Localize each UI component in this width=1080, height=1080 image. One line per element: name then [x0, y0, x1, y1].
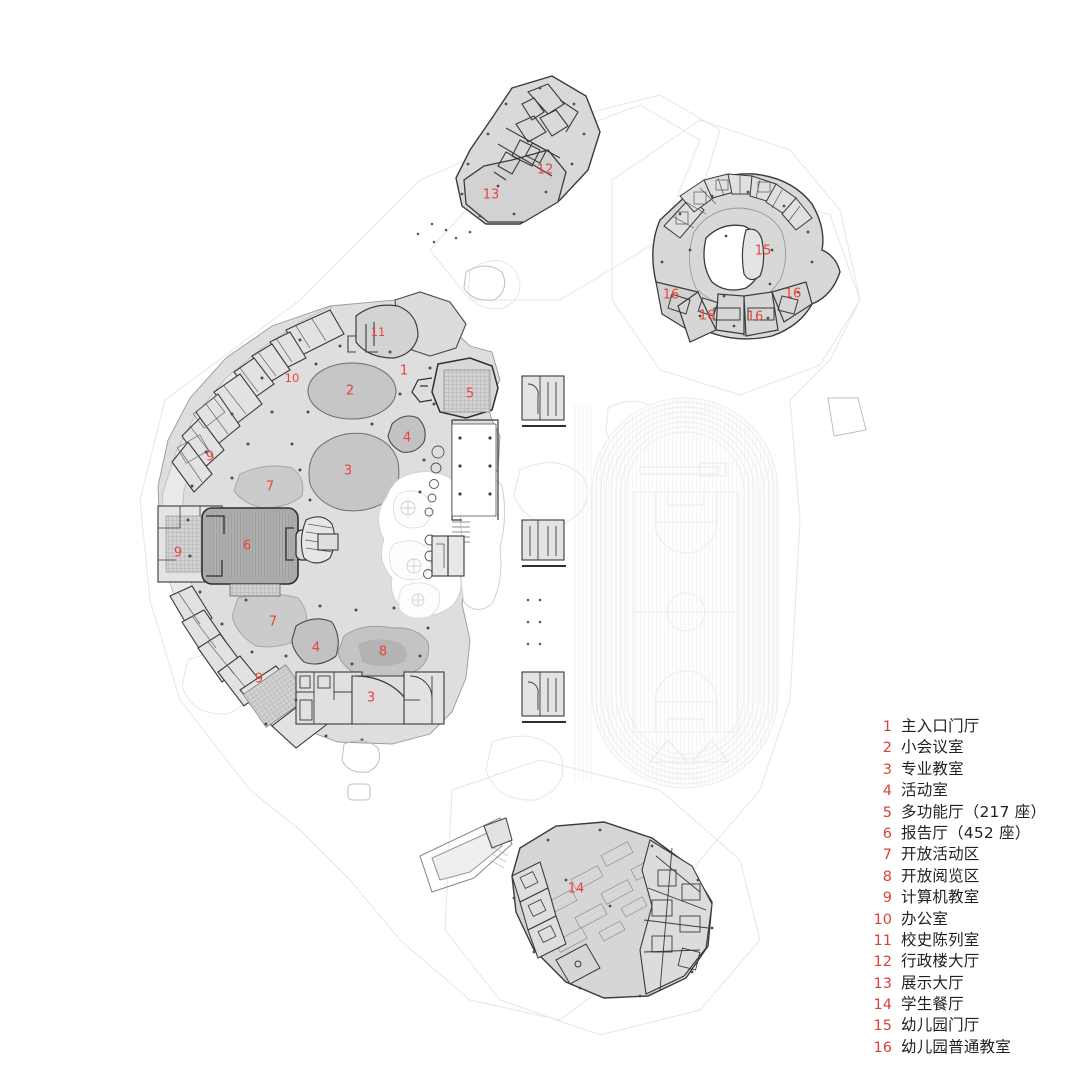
- legend-number: 5: [882, 804, 892, 821]
- legend-number: 16: [873, 1039, 892, 1056]
- legend-row: 14 学生餐厅: [866, 994, 1072, 1015]
- legend-row: 1 主入口门厅: [866, 716, 1072, 737]
- legend: 1 主入口门厅 2 小会议室 3 专业教室 4 活动室 5 多功能厅（217 座） 6 报告厅（452…: [866, 716, 1072, 1058]
- sports-field: [574, 397, 779, 789]
- room-2-meeting: [307, 362, 397, 420]
- legend-row: 16 幼儿园普通教室: [866, 1037, 1072, 1058]
- legend-label: 多功能厅（217 座）: [901, 802, 1047, 821]
- legend-row: 15 幼儿园门厅: [866, 1015, 1072, 1036]
- legend-label: 小会议室: [901, 738, 964, 757]
- legend-number: 11: [873, 932, 892, 949]
- legend-number: 3: [882, 761, 892, 778]
- legend-number: 4: [882, 783, 892, 800]
- legend-label: 主入口门厅: [901, 717, 980, 735]
- legend-row: 4 活动室: [866, 780, 1072, 801]
- central-circulation: [423, 445, 445, 579]
- legend-label: 报告厅（452 座）: [901, 823, 1031, 842]
- legend-row: 10 办公室: [866, 909, 1072, 930]
- legend-number: 10: [873, 911, 892, 928]
- legend-number: 12: [873, 954, 892, 971]
- legend-label: 幼儿园普通教室: [901, 1037, 1011, 1056]
- legend-row: 11 校史陈列室: [866, 930, 1072, 951]
- legend-number: 6: [882, 825, 892, 842]
- room-7-open-activity-upper: [233, 465, 304, 509]
- legend-label: 幼儿园门厅: [901, 1016, 980, 1035]
- legend-number: 13: [873, 975, 892, 992]
- legend-label: 计算机教室: [901, 888, 980, 907]
- legend-label: 活动室: [901, 781, 949, 800]
- soccer-pitch: [633, 491, 739, 733]
- east-detached-cores: [521, 375, 566, 723]
- room-5-multifunction: [411, 357, 499, 419]
- entry-pavilion: [419, 817, 513, 893]
- room-15-lobby: [741, 228, 765, 281]
- legend-number: 2: [882, 740, 892, 757]
- legend-row: 8 开放阅览区: [866, 866, 1072, 887]
- legend-row: 9 计算机教室: [866, 887, 1072, 908]
- site-misc: [341, 265, 867, 801]
- legend-row: 7 开放活动区: [866, 844, 1072, 865]
- legend-label: 校史陈列室: [901, 930, 980, 949]
- room-4-activity-lower: [291, 618, 339, 665]
- legend-row: 12 行政楼大厅: [866, 951, 1072, 972]
- room-11-history: [355, 304, 419, 359]
- legend-row: 6 报告厅（452 座）: [866, 823, 1072, 844]
- kindergarten-building: [652, 173, 841, 343]
- legend-label: 展示大厅: [901, 973, 964, 992]
- legend-number: 14: [873, 997, 892, 1014]
- central-atrium-voids: [378, 471, 506, 619]
- room-4-activity-upper: [387, 415, 426, 453]
- main-teaching-complex: [157, 291, 506, 749]
- legend-label: 办公室: [901, 909, 949, 928]
- legend-number: 7: [882, 847, 892, 864]
- administration-building: [416, 75, 601, 244]
- legend-number: 8: [882, 868, 892, 885]
- south-rooms: [295, 671, 445, 725]
- legend-label: 开放阅览区: [901, 866, 980, 885]
- legend-row: 13 展示大厅: [866, 973, 1072, 994]
- legend-number: 9: [882, 890, 892, 907]
- legend-label: 行政楼大厅: [901, 952, 980, 971]
- atrium-stair-core: [300, 516, 339, 564]
- student-canteen: [511, 821, 714, 999]
- legend-label: 专业教室: [901, 759, 964, 778]
- legend-row: 2 小会议室: [866, 737, 1072, 758]
- legend-row: 3 专业教室: [866, 759, 1072, 780]
- legend-label: 开放活动区: [901, 845, 980, 864]
- east-service-spine: [431, 419, 499, 577]
- column-grid: [186, 338, 436, 742]
- legend-number: 15: [873, 1018, 892, 1035]
- legend-label: 学生餐厅: [901, 995, 964, 1014]
- legend-row: 5 多功能厅（217 座）: [866, 802, 1072, 823]
- legend-number: 1: [882, 719, 892, 735]
